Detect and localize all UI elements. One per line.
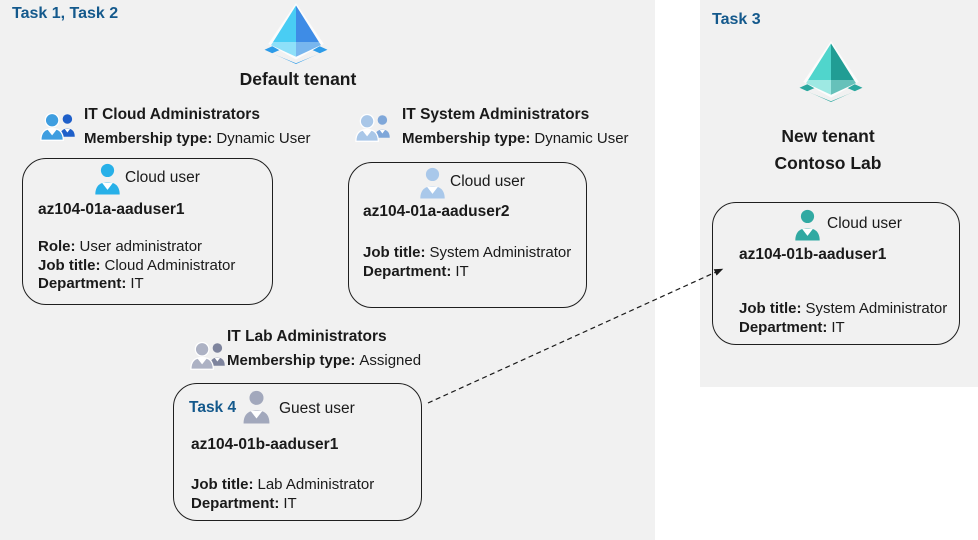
membership-type-line: Membership type:Dynamic User xyxy=(84,130,311,147)
field-label: Job title: xyxy=(739,300,802,317)
cloud-user-icon xyxy=(94,163,121,195)
field-label: Job title: xyxy=(363,244,426,261)
cloud-user-icon xyxy=(419,167,446,199)
username: az104-01a-aaduser2 xyxy=(363,203,510,220)
field-value: User administrator xyxy=(79,238,203,255)
default-tenant-title: Default tenant xyxy=(239,69,357,89)
field-label: Job title: xyxy=(38,256,101,274)
field-row: Department:IT xyxy=(363,263,571,282)
field-label: Department: xyxy=(191,494,280,512)
field-value: Cloud Administrator xyxy=(104,256,236,274)
group-title: IT Lab Administrators xyxy=(227,328,387,345)
group-icon xyxy=(355,112,391,142)
membership-type-value: Dynamic User xyxy=(216,130,311,147)
user-fields: Role:User administrator Job title:Cloud … xyxy=(38,238,235,294)
field-value: IT xyxy=(831,318,845,336)
field-value: System Administrator xyxy=(429,244,572,261)
membership-type-value: Dynamic User xyxy=(534,130,629,147)
guest-user-card: Task 4 Guest user az104-01b-aaduser1 Job… xyxy=(173,383,422,521)
new-tenant-title: New tenant Contoso Lab xyxy=(713,123,943,177)
user-fields: Job title:System Administrator Departmen… xyxy=(363,244,571,281)
field-label: Job title: xyxy=(191,476,254,493)
field-row: Job title:System Administrator xyxy=(739,300,947,319)
field-value: IT xyxy=(455,262,469,280)
user-type-label: Cloud user xyxy=(125,169,200,186)
group-title: IT Cloud Administrators xyxy=(84,106,260,123)
azure-ad-icon xyxy=(263,3,329,64)
membership-type-label: Membership type: xyxy=(227,352,356,369)
username: az104-01b-aaduser1 xyxy=(191,436,339,453)
field-value: System Administrator xyxy=(805,300,948,317)
field-row: Department:IT xyxy=(191,495,374,514)
cloud-user-icon xyxy=(794,209,821,241)
field-label: Department: xyxy=(363,262,452,280)
group-title: IT System Administrators xyxy=(402,106,590,123)
field-row: Department:IT xyxy=(739,319,947,338)
field-row: Department:IT xyxy=(38,275,235,294)
user-card: Cloud user az104-01a-aaduser2 Job title:… xyxy=(348,162,587,308)
group-icon xyxy=(190,340,226,370)
membership-type-line: Membership type:Dynamic User xyxy=(402,130,629,147)
user-type-label: Cloud user xyxy=(827,215,902,232)
membership-type-label: Membership type: xyxy=(402,130,531,147)
field-row: Job title:Lab Administrator xyxy=(191,476,374,495)
user-fields: Job title:Lab Administrator Department:I… xyxy=(191,476,374,513)
task-1-2-label: Task 1, Task 2 xyxy=(12,5,119,22)
user-card: Cloud user az104-01b-aaduser1 Job title:… xyxy=(712,202,960,345)
task-3-label: Task 3 xyxy=(712,11,761,28)
field-row: Role:User administrator xyxy=(38,238,235,257)
username: az104-01a-aaduser1 xyxy=(38,201,185,218)
membership-type-line: Membership type:Assigned xyxy=(227,352,421,369)
field-label: Role: xyxy=(38,238,76,255)
field-value: Lab Administrator xyxy=(257,476,375,493)
field-row: Job title:System Administrator xyxy=(363,244,571,263)
group-icon xyxy=(40,111,76,141)
field-row: Job title:Cloud Administrator xyxy=(38,257,235,276)
username: az104-01b-aaduser1 xyxy=(739,246,887,263)
field-label: Department: xyxy=(38,275,127,292)
guest-user-icon xyxy=(242,390,271,424)
task-4-label: Task 4 xyxy=(189,399,237,416)
user-card: Cloud user az104-01a-aaduser1 Role:User … xyxy=(22,158,273,305)
user-type-label: Guest user xyxy=(279,400,355,417)
new-tenant-line1: New tenant xyxy=(781,126,875,146)
field-label: Department: xyxy=(739,318,828,336)
new-tenant-line2: Contoso Lab xyxy=(774,153,882,173)
field-value: IT xyxy=(283,494,297,512)
membership-type-value: Assigned xyxy=(359,352,422,369)
user-fields: Job title:System Administrator Departmen… xyxy=(739,300,947,337)
default-tenant-panel xyxy=(0,0,655,540)
membership-type-label: Membership type: xyxy=(84,130,213,147)
azure-ad-icon-teal xyxy=(798,41,864,102)
user-type-label: Cloud user xyxy=(450,173,525,190)
field-value: IT xyxy=(130,275,144,292)
